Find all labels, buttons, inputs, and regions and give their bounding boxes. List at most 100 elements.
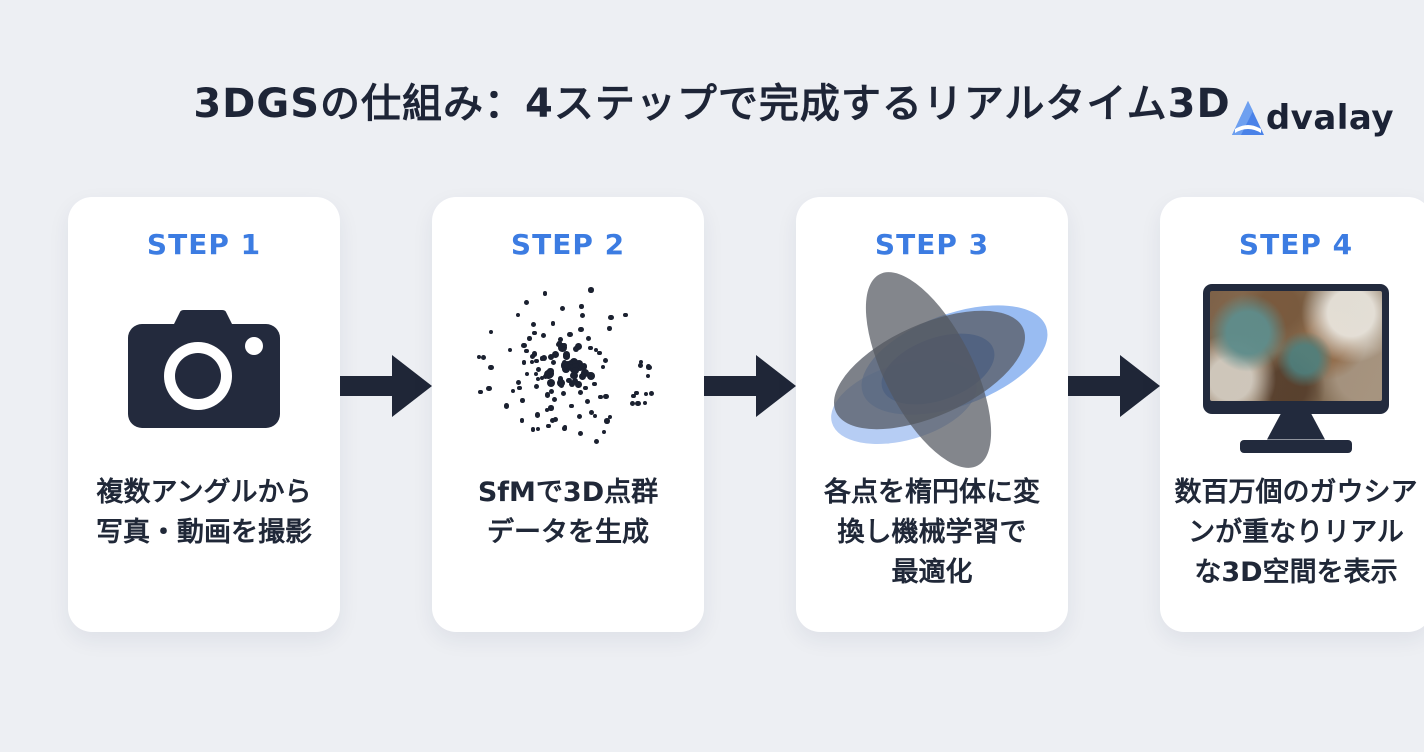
point-cloud-dot [527,336,532,341]
point-cloud-dot [607,414,613,420]
point-cloud-dot [608,314,614,321]
point-cloud-dot [570,371,578,380]
point-cloud-dot [572,345,579,352]
point-cloud-dot [540,333,547,339]
step-2-description: SfMで3D点群 データを生成 [477,477,659,548]
point-cloud-dot [519,418,525,423]
point-cloud-dot [549,417,556,423]
point-cloud-dot [515,312,520,317]
point-cloud-dot [558,336,564,342]
point-cloud-dot [532,330,537,336]
point-cloud-dot [510,388,515,393]
step-2-icon-box [432,263,704,473]
point-cloud-dot [630,393,636,399]
point-cloud-dot [586,371,595,380]
point-cloud-dot [582,385,588,391]
point-cloud-dot [534,412,541,418]
point-cloud-dot [585,398,591,404]
arrow-wrap-2 [704,197,796,632]
point-cloud-dot [545,393,551,399]
step-card-4: STEP 4 数百万個のガウシア ンが重なりリアル な3D空間を表示 [1160,197,1424,632]
infographic-page: dvalay 3DGSの仕組み：4ステップで完成するリアルタイム3D STEP … [0,76,1424,752]
point-cloud-dot [535,366,541,373]
point-cloud-dot [569,403,575,409]
point-cloud-dot [535,426,541,432]
step-1-icon-box [68,263,340,473]
step-card-2: STEP 2 SfMで3D点群 データを生成 [432,197,704,632]
point-cloud-dot [486,386,492,392]
point-cloud-dot [557,379,566,388]
point-cloud-dot [593,438,600,445]
steps-row: STEP 1 複数アングルから 写真・動画を撮影 STEP 2 [68,197,1424,632]
point-cloud-dot [551,350,560,359]
point-cloud-dot [593,413,598,418]
point-cloud-dot [567,331,573,338]
arrow-right-icon [340,354,432,417]
step-3-label: STEP 3 [874,228,990,261]
point-cloud-dot [607,326,612,331]
step-1-label: STEP 1 [146,228,262,261]
point-cloud-icon [468,284,668,452]
ellipsoids-icon [817,253,1062,486]
point-cloud-dot [548,405,554,411]
point-cloud-dot [643,391,649,397]
point-cloud-dot [531,351,537,357]
point-cloud-dot [585,336,591,342]
point-cloud-dot [604,418,610,424]
point-cloud-dot [534,371,539,377]
point-cloud-dot [598,394,603,400]
point-cloud-dot [524,348,529,353]
point-cloud-dot [642,400,648,405]
point-cloud-dot [578,431,584,437]
arrow-wrap-3 [1068,197,1160,632]
point-cloud-dot [630,401,636,407]
point-cloud-dot [563,362,569,369]
step-4-description: 数百万個のガウシア ンが重なりリアル な3D空間を表示 [1174,477,1418,588]
point-cloud-dot [546,378,555,387]
point-cloud-dot [578,389,584,395]
point-cloud-dot [531,427,536,432]
point-cloud-dot [581,369,590,378]
monitor-stand-neck [1267,413,1325,440]
point-cloud-dot [648,391,654,397]
point-cloud-dot [600,364,606,370]
page-title: 3DGSの仕組み：4ステップで完成するリアルタイム3D [193,81,1231,127]
point-cloud-dot [562,352,571,361]
point-cloud-dot [592,381,598,387]
point-cloud-dot [571,363,580,371]
point-cloud-dot [544,407,550,413]
point-cloud-dot [637,362,643,368]
point-cloud-dot [603,394,609,400]
point-cloud-dot [571,378,578,385]
point-cloud-dot [634,390,639,396]
camera-icon [128,310,280,428]
point-cloud-dot [547,353,555,361]
point-cloud-dot [568,363,574,369]
point-cloud-dot [524,300,530,306]
point-cloud-dot [488,364,494,371]
point-cloud-dot [546,423,551,429]
monitor-icon [1203,283,1389,453]
step-card-3: STEP 3 各点を楕円体に変 換し機械学習で 最適化 [796,197,1068,632]
brand-logo: dvalay [1231,100,1394,136]
point-cloud-dot [529,359,535,365]
point-cloud-dot [540,375,545,380]
point-cloud-dot [578,326,584,333]
point-cloud-dot [579,304,584,309]
monitor-frame [1203,283,1389,414]
point-cloud-dot [597,350,602,356]
point-cloud-dot [555,341,561,347]
point-cloud-dot [645,364,652,370]
point-cloud-dot [551,359,557,365]
point-cloud-dot [561,343,568,349]
point-cloud-dot [576,413,583,420]
point-cloud-dot [635,401,641,407]
point-cloud-dot [623,312,628,318]
point-cloud-dot [551,396,557,402]
point-cloud-dot [542,291,548,296]
logo-text: dvalay [1265,98,1394,138]
monitor-stand-base [1240,439,1352,453]
logo-a-icon [1231,101,1264,135]
step-3-description: 各点を楕円体に変 換し機械学習で 最適化 [824,477,1040,588]
arrow-right-icon [1068,354,1160,417]
